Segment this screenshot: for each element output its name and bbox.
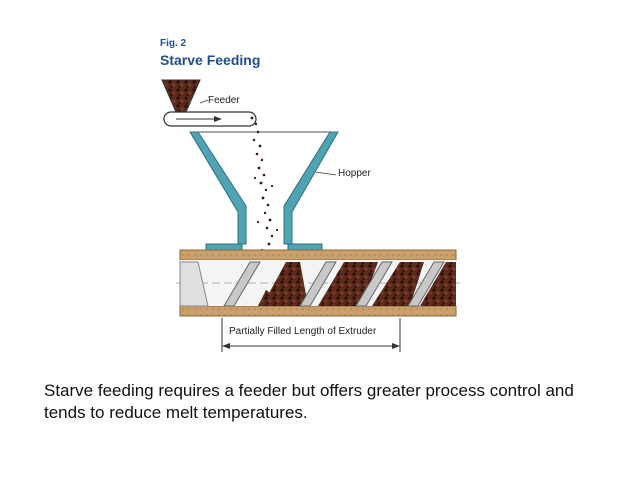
slide-caption: Starve feeding requires a feeder but off…: [44, 381, 574, 422]
hopper-flange-left: [205, 243, 243, 251]
dimension-arrow-right-icon: [392, 343, 400, 349]
barrel-bottom-wall: [179, 305, 457, 317]
hopper-flange-right: [287, 243, 323, 251]
hopper-left-wall: [189, 131, 247, 245]
partially-filled-length-label: Partially Filled Length of Extruder: [229, 326, 377, 337]
barrel-top-wall: [179, 249, 457, 261]
screw-flight: [407, 261, 445, 307]
hopper-leader-line: [315, 171, 337, 176]
pellet-stream: [250, 116, 279, 262]
figure-title: Starve Feeding: [160, 52, 261, 68]
dimension-arrow-left-icon: [222, 343, 230, 349]
length-dimension: [221, 318, 401, 352]
screw-flight: [299, 261, 337, 307]
hopper-label: Hopper: [338, 168, 371, 179]
screw-flight: [355, 261, 393, 307]
belt-arrow-icon: [214, 116, 222, 122]
hopper: [189, 131, 339, 251]
screw-flight: [223, 261, 261, 307]
figure-label: Fig. 2: [160, 38, 187, 49]
screw-root: [179, 261, 209, 307]
feeder-label: Feeder: [208, 95, 240, 106]
feeder-cone: [161, 79, 201, 113]
hopper-right-wall: [283, 131, 339, 245]
screw: [179, 261, 445, 307]
feeder: [161, 79, 257, 127]
feeder-leader-line: [199, 99, 209, 104]
